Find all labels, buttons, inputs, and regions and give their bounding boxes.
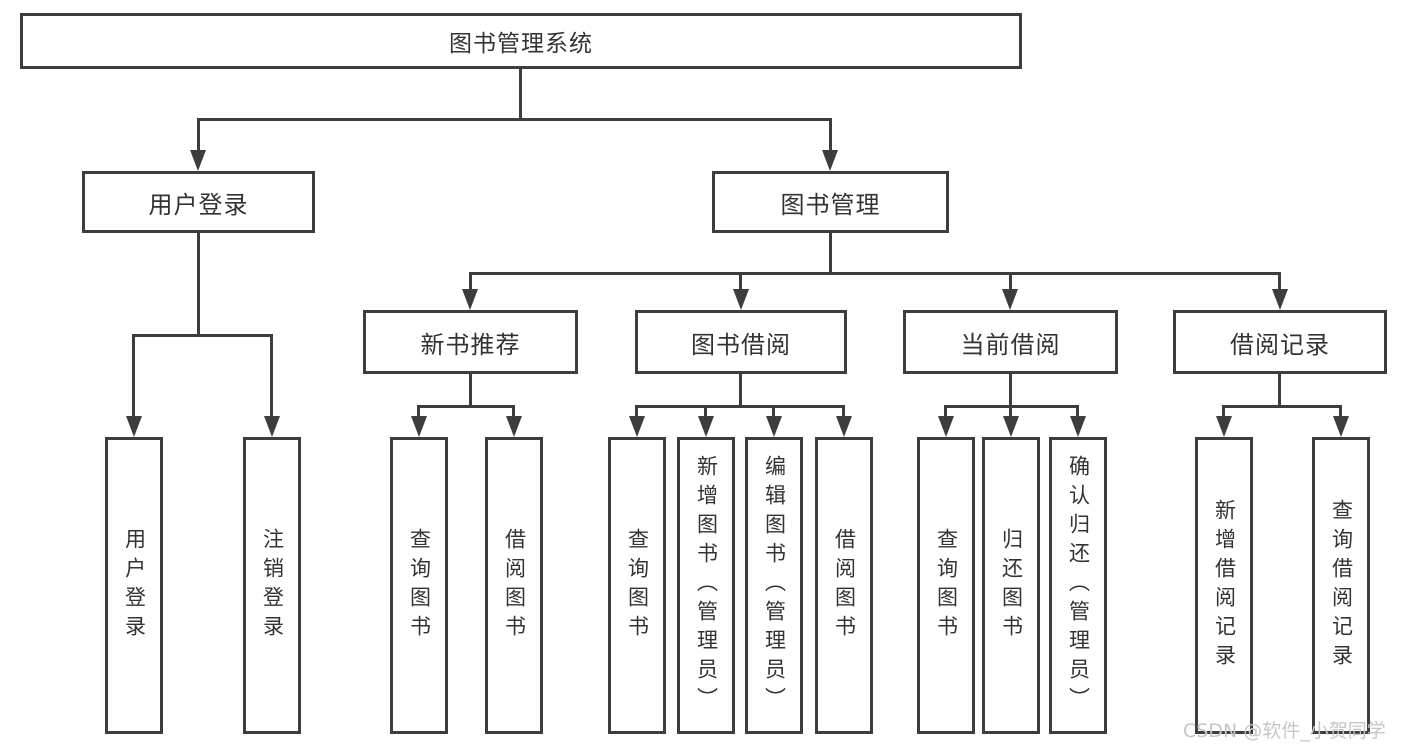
connector-line — [1339, 405, 1342, 417]
connector-line — [270, 334, 273, 416]
node-label: 新书推荐 — [420, 330, 521, 359]
connector-line — [1222, 405, 1225, 417]
csdn-watermark: CSDN @软件_小贺同学 — [1183, 720, 1386, 742]
arrow-down-icon — [836, 416, 852, 437]
connector-line — [197, 118, 200, 151]
arrow-down-icon — [1002, 289, 1018, 310]
node-label: 图书管理 — [780, 190, 881, 219]
node-label: 借阅记录 — [1230, 330, 1330, 359]
node-book-borrowing: 图书借阅 — [635, 310, 847, 374]
connector-line — [1278, 374, 1281, 407]
leaf-current-query-books: 查询图书 — [917, 437, 975, 734]
arrow-down-icon — [190, 150, 206, 171]
arrow-down-icon — [411, 416, 427, 437]
leaf-user-login: 用户登录 — [105, 437, 163, 734]
connector-line — [132, 334, 273, 337]
leaf-label: 新增借阅记录 — [1212, 498, 1237, 673]
connector-line — [829, 233, 832, 274]
node-label: 图书管理系统 — [449, 31, 593, 57]
leaf-borrowing-query-books: 查询图书 — [608, 437, 666, 734]
connector-line — [469, 374, 472, 407]
leaf-borrowing-borrow-books: 借阅图书 — [815, 437, 873, 734]
connector-line — [512, 405, 515, 417]
arrow-down-icon — [629, 416, 645, 437]
node-label: 图书借阅 — [691, 330, 791, 359]
connector-line — [197, 118, 832, 121]
node-library-management-system: 图书管理系统 — [20, 13, 1022, 69]
connector-line — [1076, 405, 1079, 417]
node-user-login: 用户登录 — [82, 171, 315, 233]
leaf-label: 查询图书 — [934, 527, 959, 644]
connector-line — [704, 405, 707, 417]
connector-line — [417, 405, 515, 408]
node-label: 当前借阅 — [960, 330, 1061, 359]
leaf-label: 查询图书 — [407, 527, 432, 644]
arrow-down-icon — [1333, 416, 1349, 437]
leaf-current-return-books: 归还图书 — [982, 437, 1040, 734]
connector-line — [1222, 405, 1342, 408]
node-borrowing-records: 借阅记录 — [1173, 310, 1387, 374]
connector-line — [1009, 405, 1012, 417]
arrow-down-icon — [766, 416, 782, 437]
connector-line — [1278, 272, 1281, 290]
arrow-down-icon — [264, 416, 280, 437]
leaf-records-add-record: 新增借阅记录 — [1195, 437, 1253, 734]
connector-line — [1009, 374, 1012, 407]
connector-line — [132, 334, 135, 416]
node-new-book-recommendation: 新书推荐 — [363, 310, 578, 374]
leaf-label: 查询图书 — [625, 527, 650, 644]
connector-line — [739, 272, 742, 290]
leaf-records-query-record: 查询借阅记录 — [1312, 437, 1370, 734]
leaf-label: 新增图书（管理员） — [694, 455, 719, 716]
arrow-down-icon — [126, 416, 142, 437]
leaf-borrowing-edit-books-admin: 编辑图书（管理员） — [745, 437, 803, 734]
leaf-recommend-borrow-books: 借阅图书 — [485, 437, 543, 734]
connector-line — [1009, 272, 1012, 290]
connector-line — [469, 272, 1281, 275]
connector-line — [417, 405, 420, 417]
leaf-current-confirm-return-admin: 确认归还（管理员） — [1049, 437, 1107, 734]
node-current-borrowing: 当前借阅 — [903, 310, 1118, 374]
connector-line — [944, 405, 947, 417]
node-book-management: 图书管理 — [712, 171, 949, 233]
connector-line — [739, 374, 742, 407]
leaf-borrowing-add-books-admin: 新增图书（管理员） — [677, 437, 735, 734]
arrow-down-icon — [506, 416, 522, 437]
leaf-label: 查询借阅记录 — [1329, 498, 1354, 673]
leaf-label: 用户登录 — [122, 527, 147, 644]
leaf-label: 注销登录 — [260, 527, 285, 644]
leaf-label: 编辑图书（管理员） — [762, 455, 787, 716]
leaf-recommend-query-books: 查询图书 — [390, 437, 448, 734]
connector-line — [829, 118, 832, 151]
arrow-down-icon — [1216, 416, 1232, 437]
leaf-logout: 注销登录 — [243, 437, 301, 734]
connector-line — [772, 405, 775, 417]
leaf-label: 归还图书 — [999, 527, 1024, 644]
arrow-down-icon — [822, 150, 838, 171]
arrow-down-icon — [733, 289, 749, 310]
arrow-down-icon — [698, 416, 714, 437]
leaf-label: 借阅图书 — [502, 527, 527, 644]
leaf-label: 借阅图书 — [832, 527, 857, 644]
arrow-down-icon — [938, 416, 954, 437]
arrow-down-icon — [1272, 289, 1288, 310]
arrow-down-icon — [1070, 416, 1086, 437]
arrow-down-icon — [462, 289, 478, 310]
arrow-down-icon — [1003, 416, 1019, 437]
connector-line — [519, 69, 522, 118]
node-label: 用户登录 — [148, 190, 249, 219]
connector-line — [635, 405, 638, 417]
connector-line — [842, 405, 845, 417]
connector-line — [197, 233, 200, 336]
connector-line — [469, 272, 472, 290]
leaf-label: 确认归还（管理员） — [1066, 455, 1091, 716]
connector-line — [635, 405, 845, 408]
